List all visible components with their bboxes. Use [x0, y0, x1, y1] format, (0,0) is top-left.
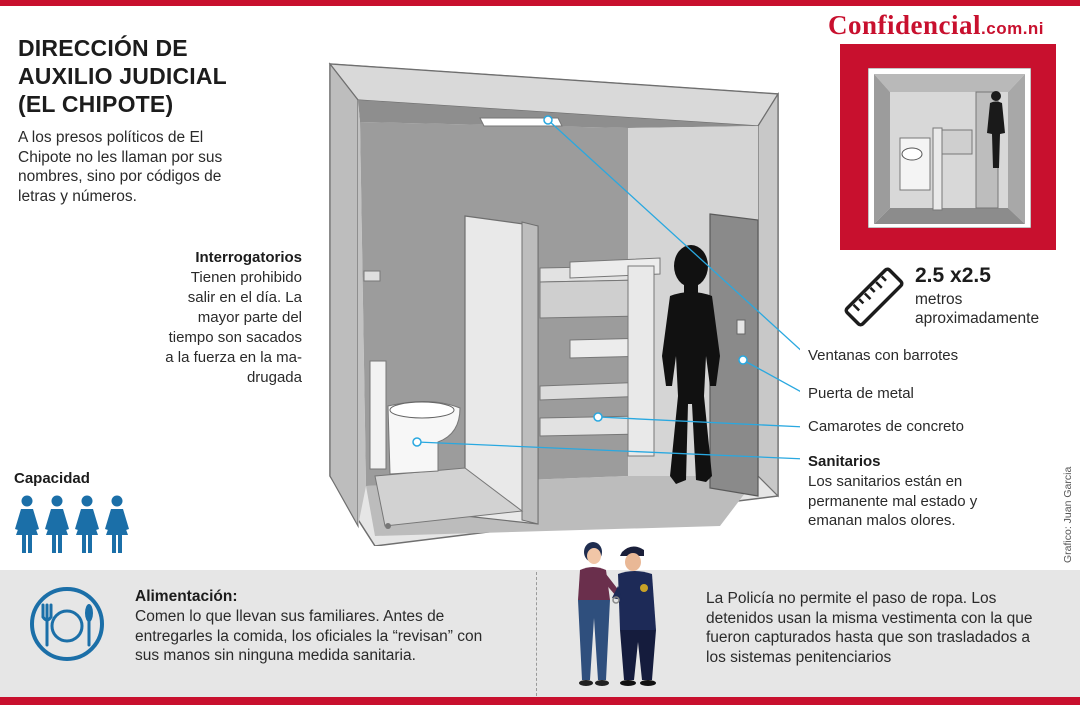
title-line-3: (EL CHIPOTE) [18, 91, 174, 117]
title-line-1: DIRECCIÓN DE [18, 35, 188, 61]
interrogatorios-text: Tienen prohibido salir en el día. La may… [165, 269, 302, 386]
callout-camarotes: Camarotes de concreto [808, 418, 964, 435]
cell-thumbnail-illustration [868, 68, 1031, 228]
officer-figure [612, 546, 656, 686]
ropa-text: La Policía no permite el paso de ropa. L… [706, 590, 1033, 666]
dimension-unit: metros aproximadamente [915, 291, 1040, 327]
police-detainee-illustration [578, 542, 656, 686]
callout-puerta: Puerta de metal [808, 385, 914, 402]
intro-text: A los presos políticos de El Chipote no … [18, 129, 223, 205]
detainee-figure [578, 542, 620, 686]
brand-logo: Confidencial.com.ni [828, 10, 1044, 41]
brand-domain: .com.ni [981, 19, 1045, 38]
bottom-info-panel [0, 570, 1080, 697]
callout-sanitarios-heading: Sanitarios [808, 453, 881, 470]
person-female-icon [45, 495, 69, 553]
callout-ventanas: Ventanas con barrotes [808, 347, 959, 364]
capacity-people-icons [15, 495, 129, 553]
brand-name: Confidencial [828, 10, 982, 40]
person-female-icon [75, 495, 99, 553]
title-line-2: AUXILIO JUDICIAL [18, 63, 227, 89]
interrogatorios-block: Interrogatorios Tienen prohibido salir e… [160, 248, 302, 388]
panel-divider [536, 572, 537, 696]
dimension-value: 2.5 x2.5 [915, 264, 991, 287]
top-accent-bar [0, 0, 1080, 6]
alimentacion-heading: Alimentación: [135, 588, 238, 605]
cutlery-plate-icon [30, 587, 104, 661]
person-female-icon [15, 495, 39, 553]
bottom-accent-bar [0, 697, 1080, 705]
person-female-icon [105, 495, 129, 553]
cell-illustration [328, 62, 800, 546]
alimentacion-text: Comen lo que llevan sus familiares. Ante… [135, 608, 483, 664]
interrogatorios-heading: Interrogatorios [195, 249, 302, 266]
page-title: DIRECCIÓN DE AUXILIO JUDICIAL (EL CHIPOT… [18, 34, 278, 118]
ruler-icon [844, 267, 904, 327]
graphic-credit: Grafico: Juan Garcia [1062, 466, 1074, 563]
callout-sanitarios-text: Los sanitarios están en permanente mal e… [808, 473, 978, 529]
capacidad-heading: Capacidad [14, 470, 90, 487]
